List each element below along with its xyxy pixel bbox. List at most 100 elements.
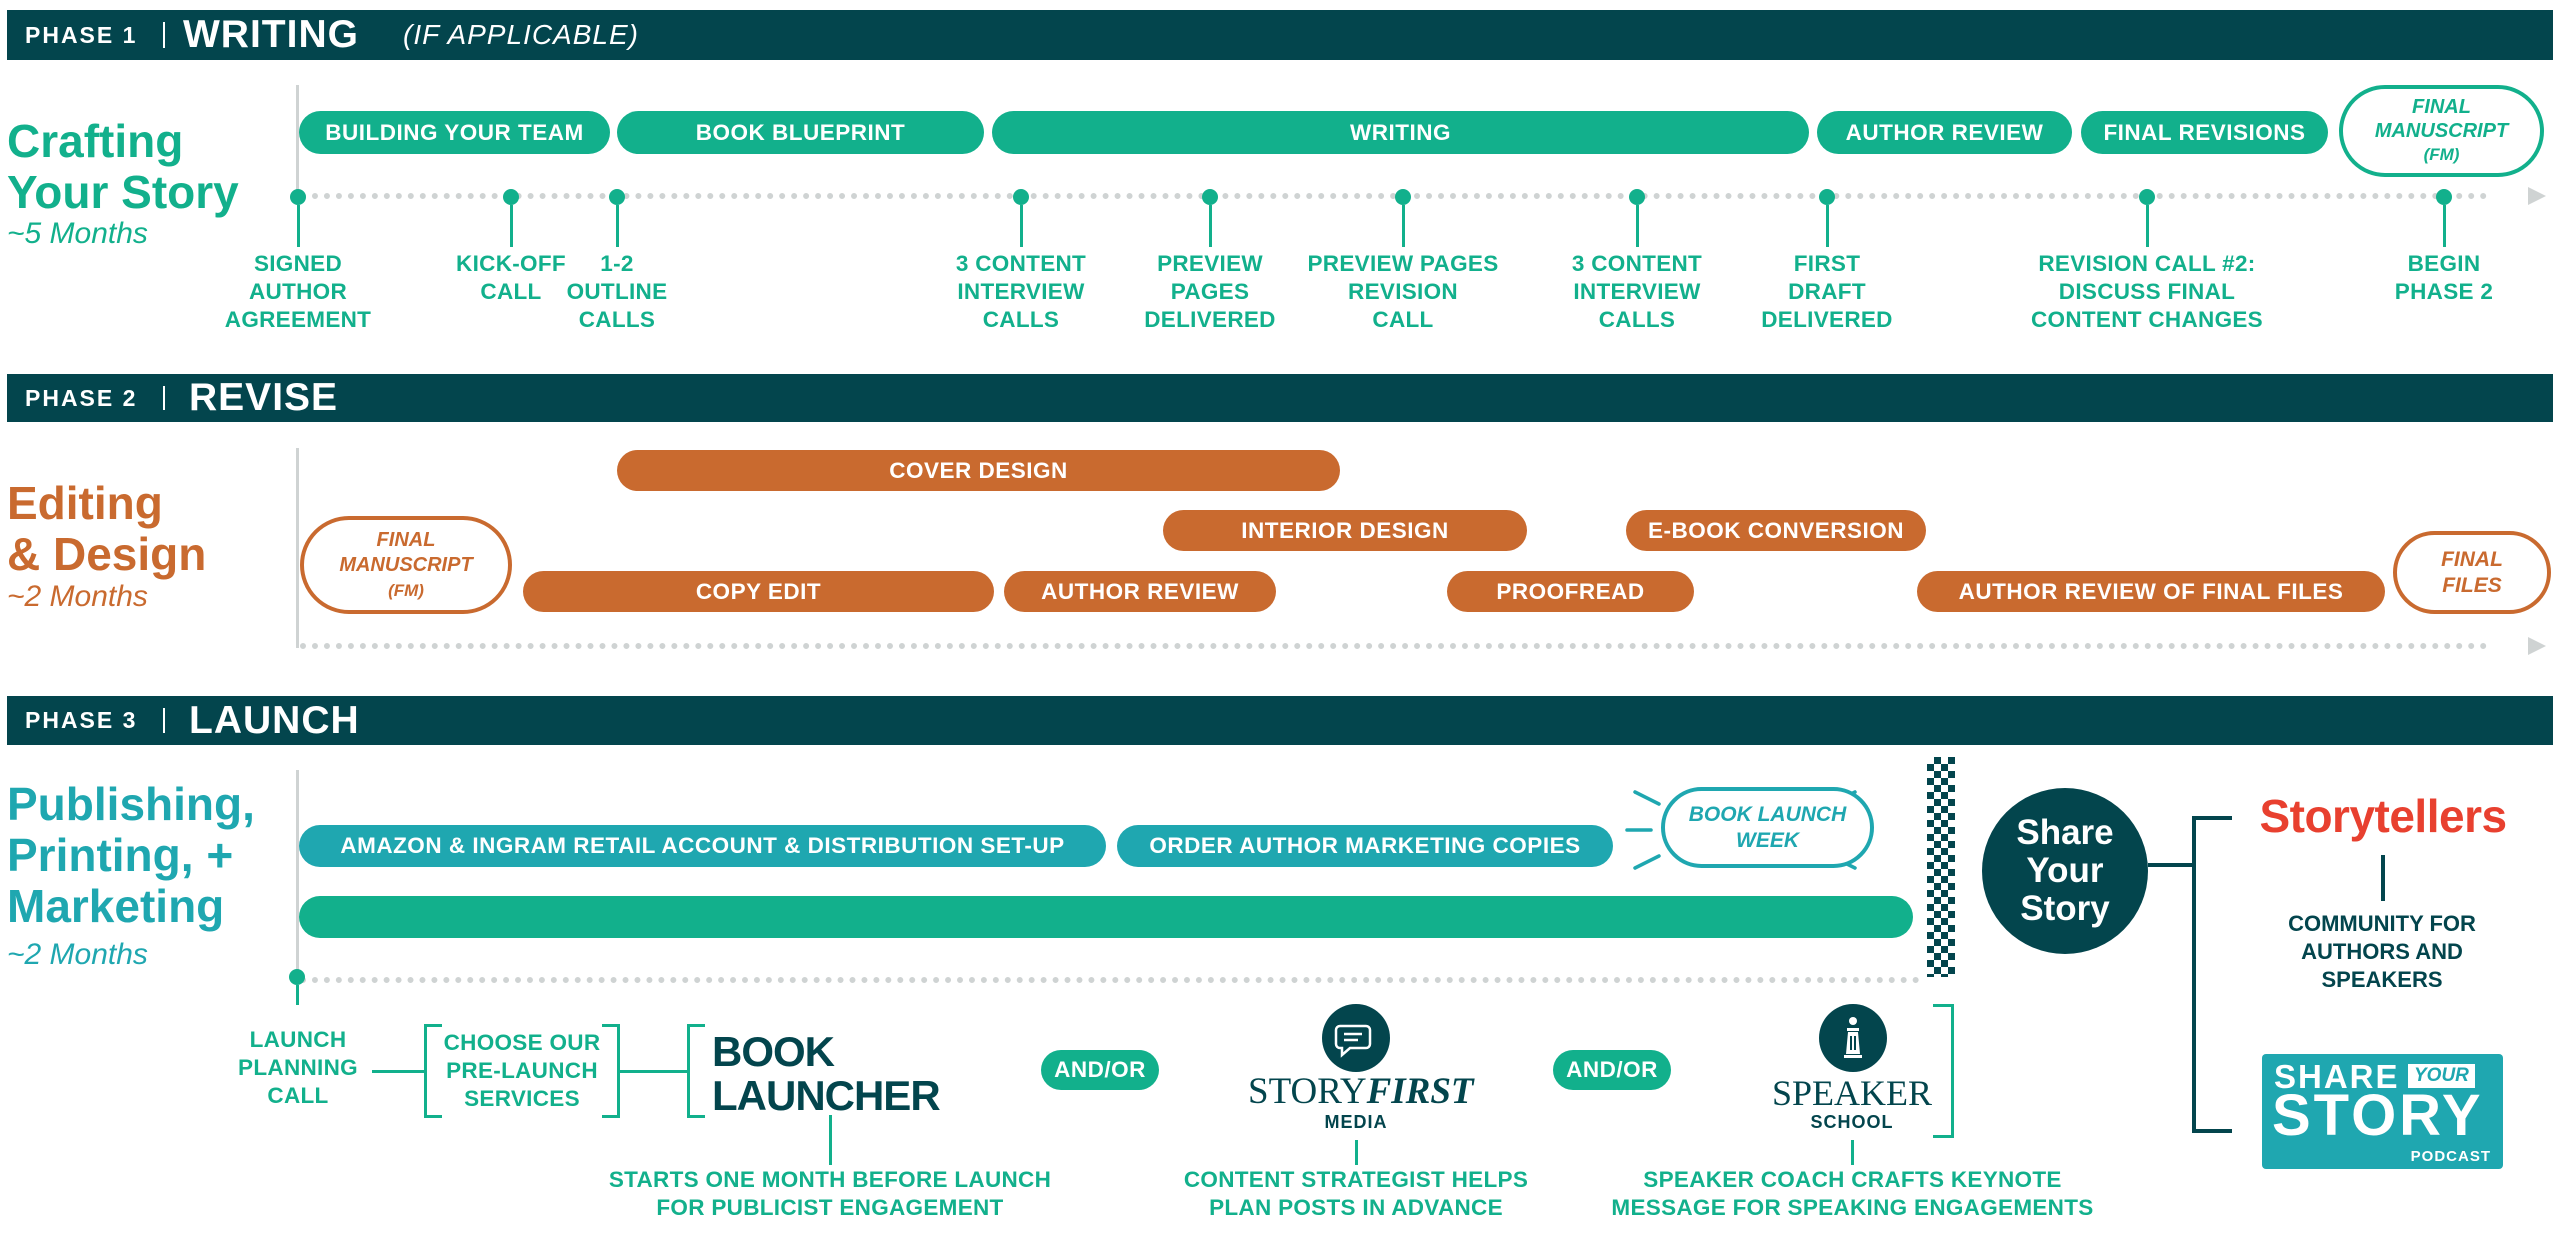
milestone-label-line: CALLS <box>982 307 1060 332</box>
connector <box>2381 855 2385 901</box>
section-title-line: Your Story <box>7 166 239 218</box>
oval-line: BOOK LAUNCH <box>1688 802 1847 826</box>
phase-2-section-title: Editing & Design <box>7 478 206 580</box>
section-title-line: Editing <box>7 477 163 529</box>
bracket <box>602 1024 620 1027</box>
milestone-label-line: 3 CONTENT <box>955 251 1087 276</box>
connector <box>829 1115 832 1165</box>
bar-author-review: AUTHOR REVIEW <box>1817 111 2072 154</box>
milestone-label-line: CALLS <box>1598 307 1676 332</box>
bar-marketing-timeline <box>299 896 1913 938</box>
divider <box>163 22 165 48</box>
milestone-label-line: PREVIEW PAGES <box>1307 251 1499 276</box>
label-line: PLAN POSTS IN ADVANCE <box>1209 1195 1503 1220</box>
speaker-school-logo: SPEAKER SCHOOL <box>1752 1074 1952 1133</box>
section-title-line: Publishing, <box>7 778 255 830</box>
circle-line: Your <box>2026 851 2104 890</box>
phase-3-section-title: Publishing, Printing, + Marketing <box>7 779 255 932</box>
share-your-story-circle: Share Your Story <box>1982 788 2148 954</box>
oval-line: (FM) <box>388 580 424 600</box>
milestone-label-line: 3 CONTENT <box>1571 251 1703 276</box>
milestone-label-line: PREVIEW <box>1157 251 1263 276</box>
oval-line: MANUSCRIPT <box>2374 120 2509 142</box>
milestone-label-line: REVISION <box>1348 279 1458 304</box>
bar-proofread: PROOFREAD <box>1447 571 1694 612</box>
bracket <box>602 1115 620 1118</box>
oval-line: WEEK <box>1736 828 1799 852</box>
bracket <box>1933 1135 1954 1138</box>
oval-line: MANUSCRIPT <box>339 553 473 576</box>
bracket <box>424 1024 427 1118</box>
label-line: FOR PUBLICIST ENGAGEMENT <box>656 1195 1004 1220</box>
phase-2-timeline <box>300 643 2488 649</box>
community-label: COMMUNITY FOR AUTHORS AND SPEAKERS <box>2260 910 2504 994</box>
bracket <box>2192 816 2232 820</box>
phase-1-header: PHASE 1 WRITING (IF APPLICABLE) <box>7 10 2553 60</box>
bar-writing: WRITING <box>992 111 1809 154</box>
milestone-label-line: AUTHOR <box>248 279 348 304</box>
bar-amazon-ingram: AMAZON & INGRAM RETAIL ACCOUNT & DISTRIB… <box>299 825 1106 867</box>
milestone-dot <box>2436 189 2452 205</box>
milestone-dot <box>289 969 305 985</box>
bar-author-review-final-files: AUTHOR REVIEW OF FINAL FILES <box>1917 571 2385 612</box>
logo-line: FIRST <box>1366 1071 1474 1112</box>
bracket <box>1933 1004 1954 1007</box>
milestone-tick <box>1635 205 1639 247</box>
milestone-label-line: REVISION CALL #2: <box>2038 251 2256 276</box>
circle-line: Share <box>2016 813 2114 852</box>
divider <box>163 707 165 734</box>
oval-line: FINAL <box>2412 96 2471 118</box>
bar-final-revisions: FINAL REVISIONS <box>2081 111 2328 154</box>
connector <box>1355 1140 1358 1165</box>
logo-line: SHARE <box>2274 1058 2400 1095</box>
phase-2-header: PHASE 2 REVISE <box>7 374 2553 422</box>
milestone-dot <box>609 189 625 205</box>
section-title-line: Crafting <box>7 115 184 167</box>
bracket <box>687 1115 705 1118</box>
oval-line: FILES <box>2442 573 2502 597</box>
label-line: LAUNCH <box>249 1027 347 1052</box>
milestone-tick <box>2145 205 2149 247</box>
bracket <box>2192 1129 2232 1133</box>
milestone-tick <box>615 205 619 247</box>
bracket <box>1951 1004 1954 1138</box>
final-files-oval: FINAL FILES <box>2393 531 2551 614</box>
launch-planning-call-label: LAUNCH PLANNING CALL <box>218 1026 378 1110</box>
phase-3-axis-start <box>296 770 299 975</box>
milestone-label-line: DELIVERED <box>1144 307 1276 332</box>
milestone-label-line: AGREEMENT <box>224 307 372 332</box>
logo-line: LAUNCHER <box>712 1072 941 1119</box>
bar-interior-design: INTERIOR DESIGN <box>1163 510 1527 551</box>
storyfirst-logo: STORYFIRST MEDIA <box>1248 1072 1474 1133</box>
phase-3-label: PHASE 3 <box>25 707 138 733</box>
milestone-tick <box>296 205 300 247</box>
logo-line: SCHOOL <box>1810 1112 1894 1132</box>
label-line: SPEAKERS <box>2321 967 2443 992</box>
milestone-label-line: FIRST <box>1793 251 1861 276</box>
phase-2-axis-start <box>296 448 299 648</box>
milestone-tick <box>509 205 513 247</box>
phase-3-duration: ~2 Months <box>7 938 148 971</box>
andor-badge: AND/OR <box>1041 1050 1159 1090</box>
milestone-tick <box>1401 205 1405 247</box>
phase-2-label: PHASE 2 <box>25 384 138 411</box>
speaker-note: SPEAKER COACH CRAFTS KEYNOTE MESSAGE FOR… <box>1590 1166 2115 1222</box>
phase-2-duration: ~2 Months <box>7 580 148 613</box>
milestone-label-line: PAGES <box>1170 279 1250 304</box>
bracket <box>424 1024 442 1027</box>
label-line: STARTS ONE MONTH BEFORE LAUNCH <box>608 1167 1052 1192</box>
bracket <box>2192 816 2196 1133</box>
milestone-label-line: 1-2 <box>600 251 634 276</box>
final-manuscript-start-oval: FINAL MANUSCRIPT (FM) <box>300 516 512 614</box>
checkered-flag-icon <box>1927 757 1955 977</box>
connector <box>2148 863 2192 867</box>
connector <box>1851 1140 1854 1165</box>
milestone-dot <box>503 189 519 205</box>
phase-3-name: LAUNCH <box>189 698 360 742</box>
